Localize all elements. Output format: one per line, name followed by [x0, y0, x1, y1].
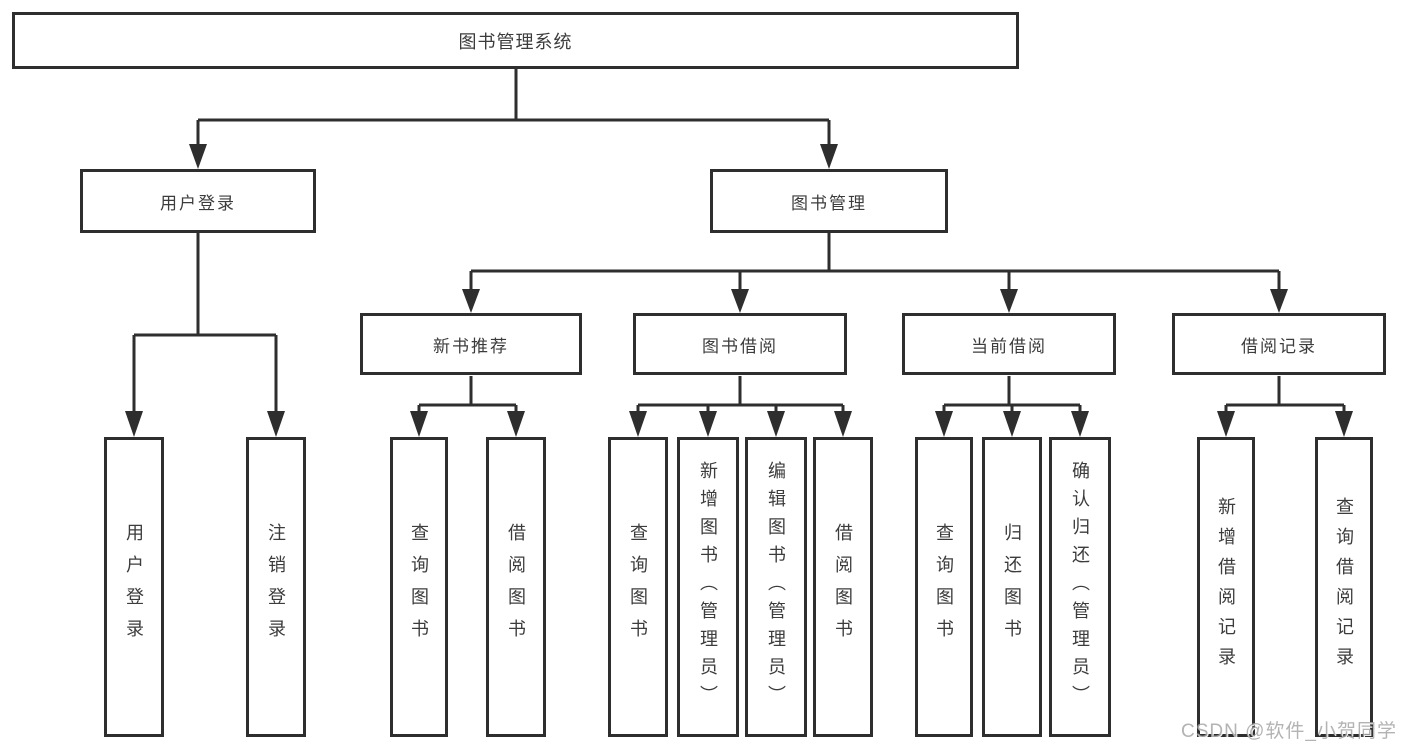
node-user-login: 用户登录	[80, 169, 316, 233]
watermark: CSDN @软件_小贺同学	[1181, 721, 1397, 742]
node-book-borrowing: 图书借阅	[633, 313, 847, 375]
connector-user-login	[132, 233, 278, 412]
leaf-query-books-current: 查询图书	[915, 437, 973, 737]
leaf-query-borrow-record: 查询借阅记录	[1315, 437, 1373, 737]
leaf-return-books: 归还图书	[982, 437, 1042, 737]
leaf-add-book-admin: 新增图书（管理员）	[677, 437, 739, 737]
leaf-logout: 注销登录	[246, 437, 306, 737]
connector-book-borrow	[636, 376, 845, 413]
leaf-user-login: 用户登录	[104, 437, 164, 737]
connector-new-book-rec	[417, 376, 518, 413]
node-library-system: 图书管理系统	[12, 12, 1019, 69]
node-book-management: 图书管理	[710, 169, 948, 233]
connector-book-mgmt	[469, 233, 1281, 290]
connector-current-borrow	[942, 376, 1082, 413]
node-new-book-recommend: 新书推荐	[360, 313, 582, 375]
leaf-query-books-borrowing: 查询图书	[608, 437, 668, 737]
connector-borrow-records	[1224, 376, 1346, 413]
leaf-add-borrow-record: 新增借阅记录	[1197, 437, 1255, 737]
leaf-borrow-books-borrowing: 借阅图书	[813, 437, 873, 737]
leaf-borrow-books-recommend: 借阅图书	[486, 437, 546, 737]
node-borrowing-records: 借阅记录	[1172, 313, 1386, 375]
leaf-confirm-return-admin: 确认归还（管理员）	[1049, 437, 1111, 737]
leaf-query-books-recommend: 查询图书	[390, 437, 448, 737]
connector-root	[196, 69, 831, 145]
node-current-borrowing: 当前借阅	[902, 313, 1116, 375]
arrowheads	[125, 144, 1353, 437]
leaf-edit-book-admin: 编辑图书（管理员）	[745, 437, 807, 737]
